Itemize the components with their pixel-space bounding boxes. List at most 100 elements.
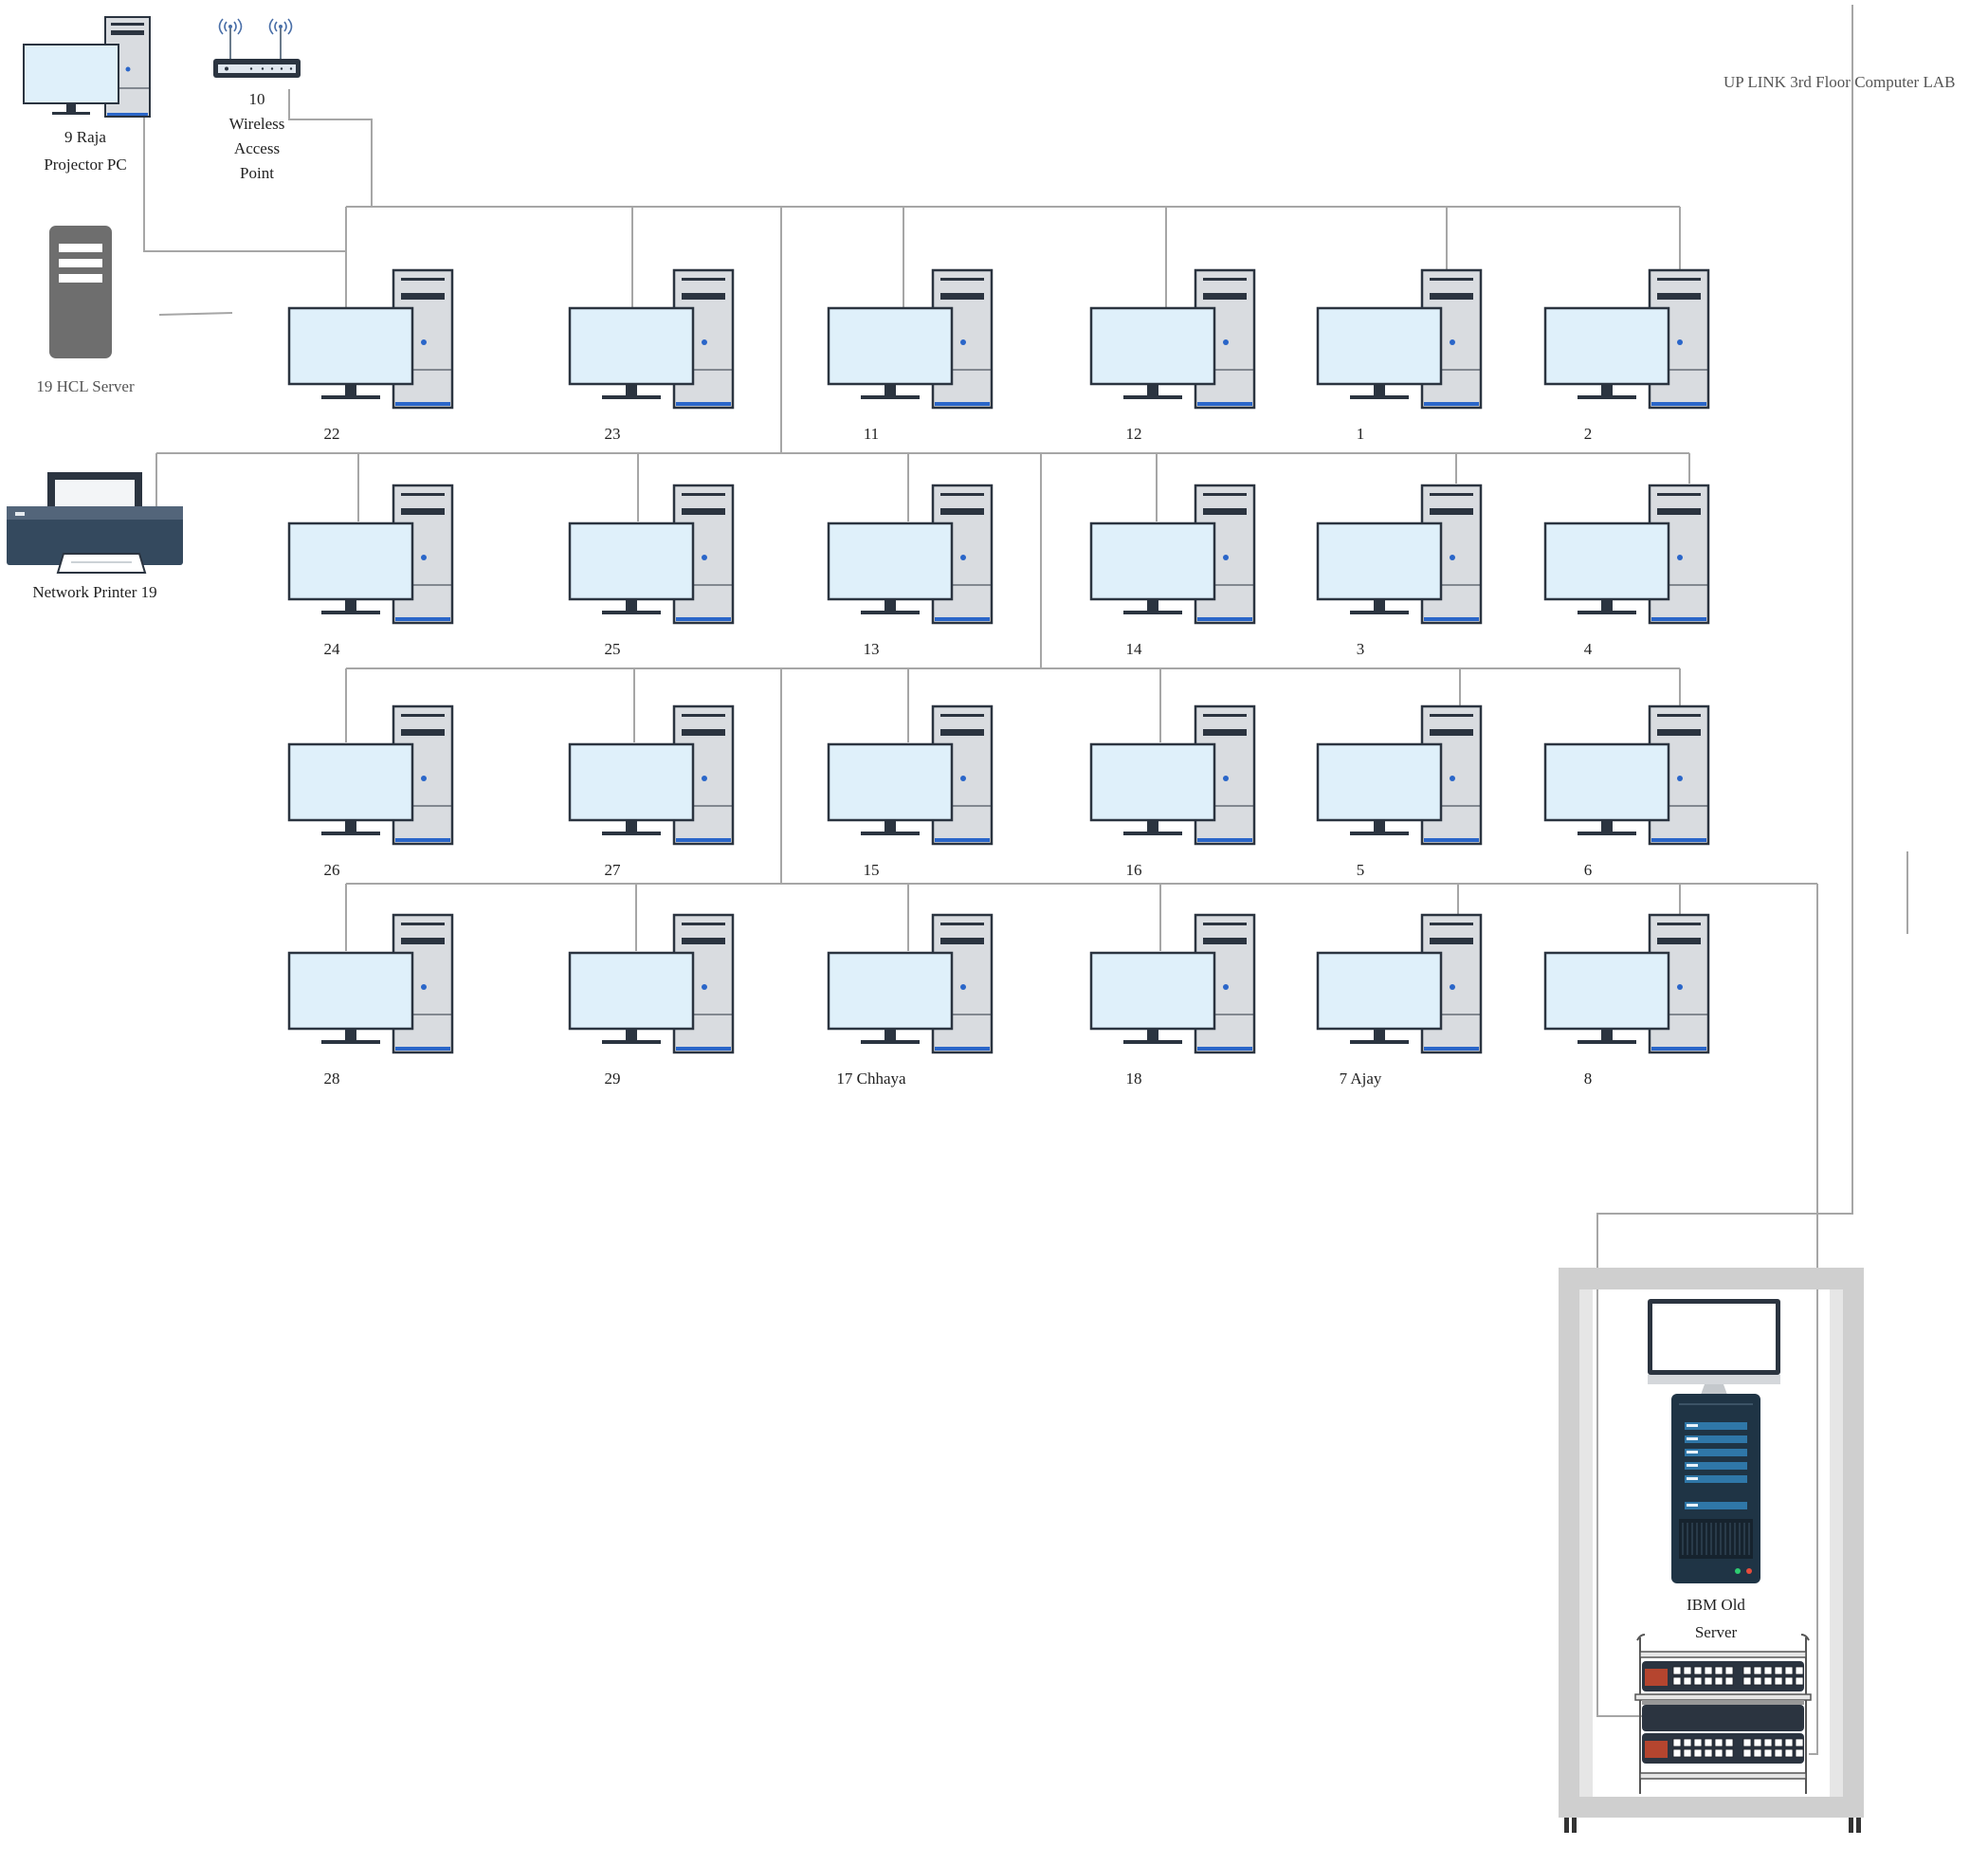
wireless-access-point[interactable] (213, 18, 301, 78)
bus-row-1 (345, 206, 1681, 308)
connection-lines (143, 5, 1908, 1755)
switch-port (1693, 1748, 1703, 1758)
workstation-label: 17 Chhaya (836, 1070, 906, 1088)
hcl-server-link (158, 312, 233, 316)
workstation[interactable] (1089, 268, 1256, 410)
switch-port (1714, 1666, 1724, 1675)
workstation[interactable] (287, 704, 454, 846)
switch-port (1724, 1738, 1734, 1747)
hcl-server[interactable] (49, 226, 112, 358)
access-point-label: 10 Wireless Access Point (200, 87, 314, 186)
workstation-label: 23 (604, 425, 621, 443)
bus-row-3 (345, 453, 1681, 742)
workstation-label: 11 (863, 425, 880, 443)
workstation[interactable] (827, 913, 994, 1054)
drive-bay-indicator (1687, 1504, 1698, 1507)
switch-port (1693, 1738, 1703, 1747)
drive-bay (1685, 1435, 1747, 1443)
workstation[interactable] (1316, 704, 1483, 846)
drive-bay-indicator (1687, 1464, 1698, 1467)
access-point-line-2: Wireless (228, 115, 285, 133)
switch-port (1714, 1676, 1724, 1686)
uplink-line (1596, 5, 1853, 1717)
workstation[interactable] (1316, 913, 1483, 1054)
workstation[interactable] (827, 268, 994, 410)
switch-port (1763, 1666, 1773, 1675)
switch-port (1742, 1676, 1752, 1686)
switch-port (1763, 1738, 1773, 1747)
workstation[interactable] (1089, 704, 1256, 846)
workstation-label: 16 (1125, 861, 1142, 879)
workstation[interactable] (568, 484, 735, 625)
workstation-label: 8 (1583, 1070, 1593, 1088)
switch-port (1742, 1748, 1752, 1758)
access-point-number: 10 (248, 90, 265, 108)
switch-ports (1645, 1666, 1804, 1758)
bus-row-2 (155, 207, 1690, 521)
projector-pc-label: 9 Raja Projector PC (38, 125, 133, 177)
drive-bay (1685, 1475, 1747, 1483)
network-switches[interactable] (1634, 1634, 1812, 1794)
switch-port (1724, 1676, 1734, 1686)
switch-port (1683, 1666, 1692, 1675)
workstation[interactable] (287, 268, 454, 410)
workstation[interactable] (1089, 484, 1256, 625)
projector-pc-name: 9 Raja (64, 128, 106, 146)
workstation[interactable] (1089, 913, 1256, 1054)
drive-bay-indicator (1687, 1437, 1698, 1440)
switch-port (1693, 1666, 1703, 1675)
workstation[interactable] (1543, 913, 1710, 1054)
switch-port (1704, 1748, 1713, 1758)
workstation-label: 6 (1583, 861, 1593, 879)
workstation[interactable] (1316, 268, 1483, 410)
switch-port (1704, 1738, 1713, 1747)
switch-port (1774, 1738, 1783, 1747)
switch-status-panel (1645, 1669, 1668, 1686)
workstation-label: 7 Ajay (1339, 1070, 1382, 1088)
projector-link (143, 114, 346, 252)
projector-pc[interactable] (23, 16, 151, 118)
workstation[interactable] (568, 913, 735, 1054)
workstation[interactable] (1543, 268, 1710, 410)
workstation-label: 5 (1356, 861, 1365, 879)
switch-port (1763, 1676, 1773, 1686)
switch-port (1795, 1676, 1804, 1686)
workstation[interactable] (568, 268, 735, 410)
switch-port (1795, 1666, 1804, 1675)
ibm-server-name: IBM Old (1687, 1596, 1745, 1614)
workstation[interactable] (1543, 704, 1710, 846)
workstation-label: 27 (604, 861, 621, 879)
workstations (287, 268, 1710, 1054)
ibm-server-tower[interactable] (1671, 1394, 1760, 1583)
network-printer[interactable] (7, 472, 183, 574)
switch-port (1742, 1738, 1752, 1747)
ibm-vent (1682, 1523, 1750, 1555)
workstation[interactable] (287, 484, 454, 625)
switch-port (1795, 1748, 1804, 1758)
switch-port (1714, 1738, 1724, 1747)
workstation[interactable] (827, 484, 994, 625)
switch-port (1795, 1738, 1804, 1747)
workstation-label: 15 (863, 861, 880, 879)
switch-port (1693, 1676, 1703, 1686)
workstation[interactable] (827, 704, 994, 846)
switch-port (1784, 1676, 1794, 1686)
access-point-link (288, 89, 373, 207)
workstation[interactable] (1316, 484, 1483, 625)
workstation-label: 22 (323, 425, 340, 443)
workstation-label: 2 (1583, 425, 1593, 443)
workstation-label: 26 (323, 861, 340, 879)
switch-port (1672, 1676, 1682, 1686)
workstation[interactable] (568, 704, 735, 846)
switch-port (1724, 1666, 1734, 1675)
workstation[interactable] (287, 913, 454, 1054)
switch-port (1672, 1738, 1682, 1747)
workstation[interactable] (1543, 484, 1710, 625)
workstation-label: 25 (604, 640, 621, 658)
switch-port (1704, 1666, 1713, 1675)
workstation-label: 3 (1356, 640, 1365, 658)
switch-port (1753, 1738, 1762, 1747)
drive-bay (1685, 1422, 1747, 1430)
switch-port (1724, 1748, 1734, 1758)
